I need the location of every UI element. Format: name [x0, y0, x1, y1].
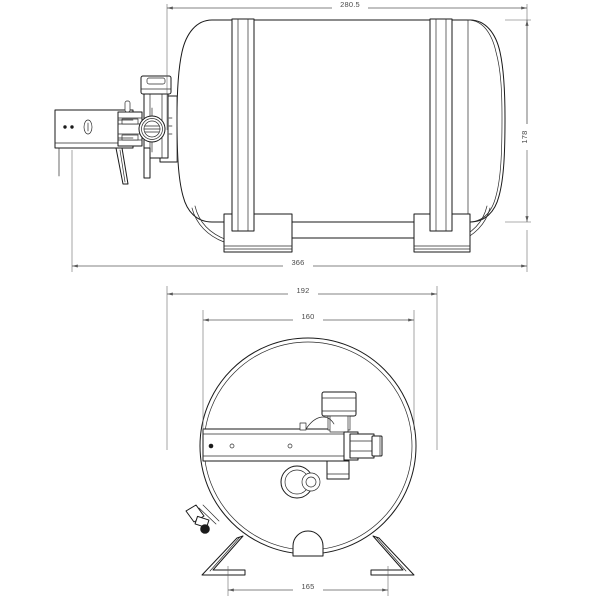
strap-left	[231, 18, 255, 232]
dim-label-165: 165	[301, 582, 314, 591]
dim-label-366: 366	[291, 258, 304, 267]
view-side-elevation	[54, 18, 506, 253]
pressure-gauge	[138, 115, 166, 143]
bottom-saddle	[292, 530, 324, 557]
dimensions-end-view: 192 160 165	[166, 286, 438, 596]
dim-label-178: 178	[520, 130, 529, 143]
tank-shell	[176, 19, 506, 223]
regulator-body	[140, 75, 172, 95]
lever-handle	[115, 147, 129, 185]
dim-end-inner: 160	[202, 310, 415, 430]
end-valve-block	[326, 460, 350, 480]
valve-body	[117, 111, 143, 147]
support-leg-left	[201, 535, 246, 576]
end-riser-neck	[329, 415, 349, 433]
foot-right	[413, 213, 471, 253]
foot-left	[223, 213, 293, 253]
inlet-tube	[117, 119, 134, 139]
end-stem-stub	[299, 416, 335, 431]
dim-label-160: 160	[301, 312, 314, 321]
valve-manifold-assembly	[54, 75, 173, 185]
dim-bottom-overall: 366	[71, 150, 528, 272]
view-end	[185, 337, 417, 576]
end-mounting-bracket	[202, 428, 345, 462]
end-pressure-gauge	[280, 465, 321, 499]
valve-stem-stub	[124, 100, 131, 113]
dim-label-192: 192	[296, 286, 309, 295]
dim-right-height: 178	[505, 19, 533, 223]
riser-ticks	[168, 117, 173, 135]
tank-dome-right	[467, 19, 503, 223]
support-leg-right	[370, 535, 415, 576]
drain-valve	[185, 504, 220, 534]
dim-end-foot-span: 165	[227, 566, 389, 596]
outlet-fitting	[343, 431, 383, 461]
strap-right	[429, 18, 453, 232]
dim-label-280-5: 280.5	[340, 0, 360, 9]
dim-end-outer: 192	[166, 286, 438, 450]
drop-rod	[143, 147, 151, 179]
dimensions-side-elevation: 280.5 178 366	[71, 0, 533, 272]
